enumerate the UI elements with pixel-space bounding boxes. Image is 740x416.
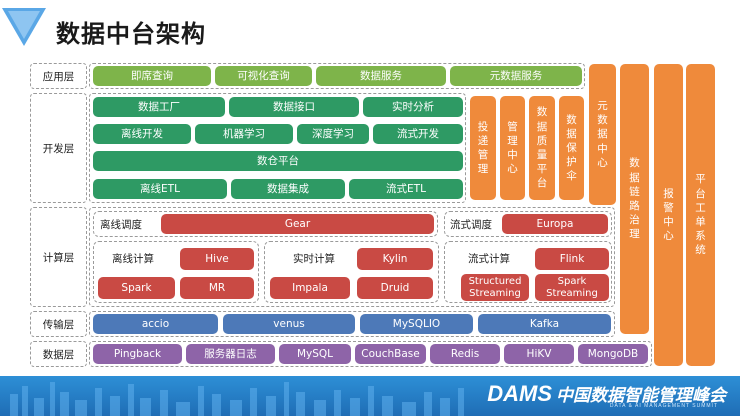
layer-label-compute: 计算层 — [30, 207, 87, 307]
realtime-compute-group — [264, 241, 439, 303]
footer-subtitle: DATA & AI MANAGEMENT SUMMIT — [609, 403, 718, 409]
offline-compute-label: 离线计算 — [112, 252, 154, 265]
compute-item-gear: Gear — [161, 214, 434, 234]
app-item-data-service: 数据服务 — [316, 66, 446, 86]
stream-schedule-group — [444, 211, 612, 237]
data-item-mongodb: MongoDB — [578, 344, 648, 364]
right-col-metadata-center: 元数据中心 — [589, 64, 616, 205]
data-item-server-logs: 服务器日志 — [186, 344, 275, 364]
data-item-redis: Redis — [430, 344, 500, 364]
dev-item-stream-dev: 流式开发 — [373, 124, 463, 144]
compute-item-flink: Flink — [535, 248, 609, 270]
layer-label-dev: 开发层 — [30, 93, 87, 203]
compute-item-spark: Spark — [98, 277, 175, 299]
transfer-item-kafka: Kafka — [478, 314, 611, 334]
dev-item-data-integration: 数据集成 — [231, 179, 345, 199]
transfer-item-mysqlio: MySQLIO — [360, 314, 473, 334]
stream-compute-group — [444, 241, 612, 303]
compute-item-structured-streaming: Structured Streaming — [461, 274, 529, 301]
realtime-compute-label: 实时计算 — [293, 252, 335, 265]
app-item-adhoc-query: 即席查询 — [93, 66, 211, 86]
data-item-couchbase: CouchBase — [355, 344, 426, 364]
transfer-item-venus: venus — [223, 314, 355, 334]
stream-schedule-label: 流式调度 — [450, 218, 492, 231]
logo-triangle-icon — [2, 8, 46, 46]
data-item-mysql: MySQL — [279, 344, 351, 364]
compute-item-spark-streaming: Spark Streaming — [535, 274, 609, 301]
compute-item-impala: Impala — [270, 277, 350, 299]
app-item-metadata-service: 元数据服务 — [450, 66, 582, 86]
compute-item-mr: MR — [180, 277, 254, 299]
footer-brand-cn: 中国数据智能管理峰会 — [556, 386, 726, 405]
data-item-hikv: HiKV — [504, 344, 574, 364]
compute-item-hive: Hive — [180, 248, 254, 270]
compute-item-europa: Europa — [502, 214, 608, 234]
dev-item-data-interface: 数据接口 — [229, 97, 359, 117]
footer-brand-dams: DAMS — [487, 381, 552, 406]
dev-item-offline-etl: 离线ETL — [93, 179, 227, 199]
dev-side-data-protection: 数据保护伞 — [559, 96, 584, 200]
dev-item-data-factory: 数据工厂 — [93, 97, 225, 117]
transfer-item-accio: accio — [93, 314, 218, 334]
dev-side-management-center: 管理中心 — [500, 96, 525, 200]
offline-schedule-label: 离线调度 — [100, 218, 142, 231]
right-col-alert-center: 报警中心 — [654, 64, 683, 366]
compute-item-kylin: Kylin — [357, 248, 433, 270]
data-item-pingback: Pingback — [93, 344, 182, 364]
layer-label-transfer: 传输层 — [30, 311, 87, 337]
right-col-data-lineage-governance: 数据链路治理 — [620, 64, 649, 334]
app-item-visual-query: 可视化查询 — [215, 66, 312, 86]
dev-item-warehouse-platform: 数仓平台 — [93, 151, 463, 171]
dev-item-stream-etl: 流式ETL — [349, 179, 463, 199]
dev-item-offline-dev: 离线开发 — [93, 124, 191, 144]
stream-compute-label: 流式计算 — [468, 252, 510, 265]
city-skyline-decoration — [10, 382, 464, 416]
dev-item-realtime-analysis: 实时分析 — [363, 97, 463, 117]
offline-compute-group — [93, 241, 259, 303]
dev-side-data-quality-platform: 数据质量平台 — [529, 96, 555, 200]
right-col-ticket-system: 平台工单系统 — [686, 64, 715, 366]
compute-item-druid: Druid — [357, 277, 433, 299]
dev-side-delivery-management: 投递管理 — [470, 96, 496, 200]
dev-item-machine-learning: 机器学习 — [195, 124, 293, 144]
layer-label-data: 数据层 — [30, 341, 87, 367]
page-title: 数据中台架构 — [56, 20, 206, 48]
layer-label-app: 应用层 — [30, 63, 87, 89]
dev-item-deep-learning: 深度学习 — [297, 124, 369, 144]
offline-schedule-group — [93, 211, 438, 237]
